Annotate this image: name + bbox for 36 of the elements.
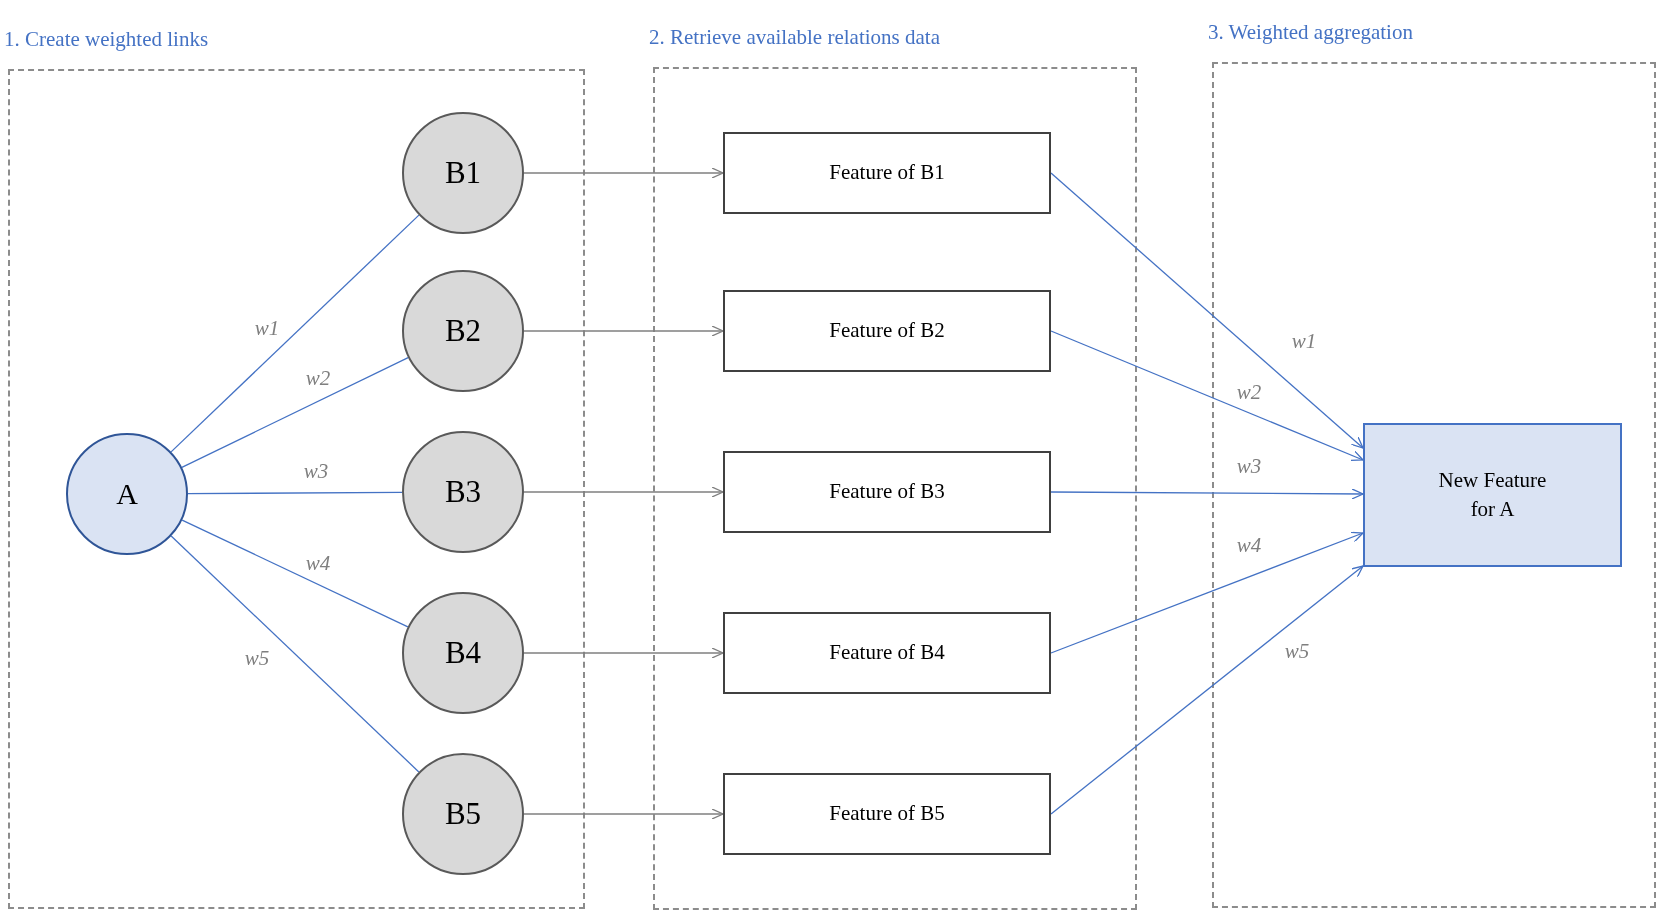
- node-label: Feature of B4: [829, 639, 945, 667]
- arrow: [523, 325, 724, 337]
- connector-line: [181, 519, 409, 628]
- arrow: [523, 486, 724, 498]
- feature-box: [723, 612, 1051, 694]
- arrow: [523, 647, 724, 659]
- panel-title: 1. Create weighted links: [4, 27, 209, 52]
- node-label: Feature of B5: [829, 800, 945, 828]
- panel-title: 3. Weighted aggregation: [1208, 20, 1413, 45]
- arrow: [1050, 172, 1364, 449]
- arrow: [1050, 531, 1364, 654]
- arrow: [523, 808, 724, 820]
- connector-line: [170, 214, 420, 453]
- arrow: [1050, 488, 1364, 500]
- node-label: B1: [444, 155, 482, 191]
- node-label: A: [116, 477, 138, 511]
- node-label: B2: [444, 313, 482, 349]
- node-label: Feature of B2: [829, 317, 945, 345]
- node-label: Feature of B3: [829, 478, 945, 506]
- node-label: B5: [444, 796, 482, 832]
- connector-line: [170, 535, 420, 773]
- feature-box: [1363, 423, 1622, 567]
- arrow: [1050, 565, 1364, 815]
- feature-box: [723, 290, 1051, 372]
- node-label: B3: [444, 474, 482, 510]
- arrow: [1050, 330, 1364, 462]
- feature-box: [723, 132, 1051, 214]
- connector-line: [181, 356, 409, 469]
- node-label: Feature of B1: [829, 159, 945, 187]
- panel-title: 2. Retrieve available relations data: [649, 25, 940, 50]
- feature-box: [723, 773, 1051, 855]
- connector-line: [187, 491, 403, 495]
- node-label: New Feature for A: [1437, 466, 1548, 523]
- node-label: B4: [444, 635, 482, 671]
- arrow: [523, 167, 724, 179]
- feature-box: [723, 451, 1051, 533]
